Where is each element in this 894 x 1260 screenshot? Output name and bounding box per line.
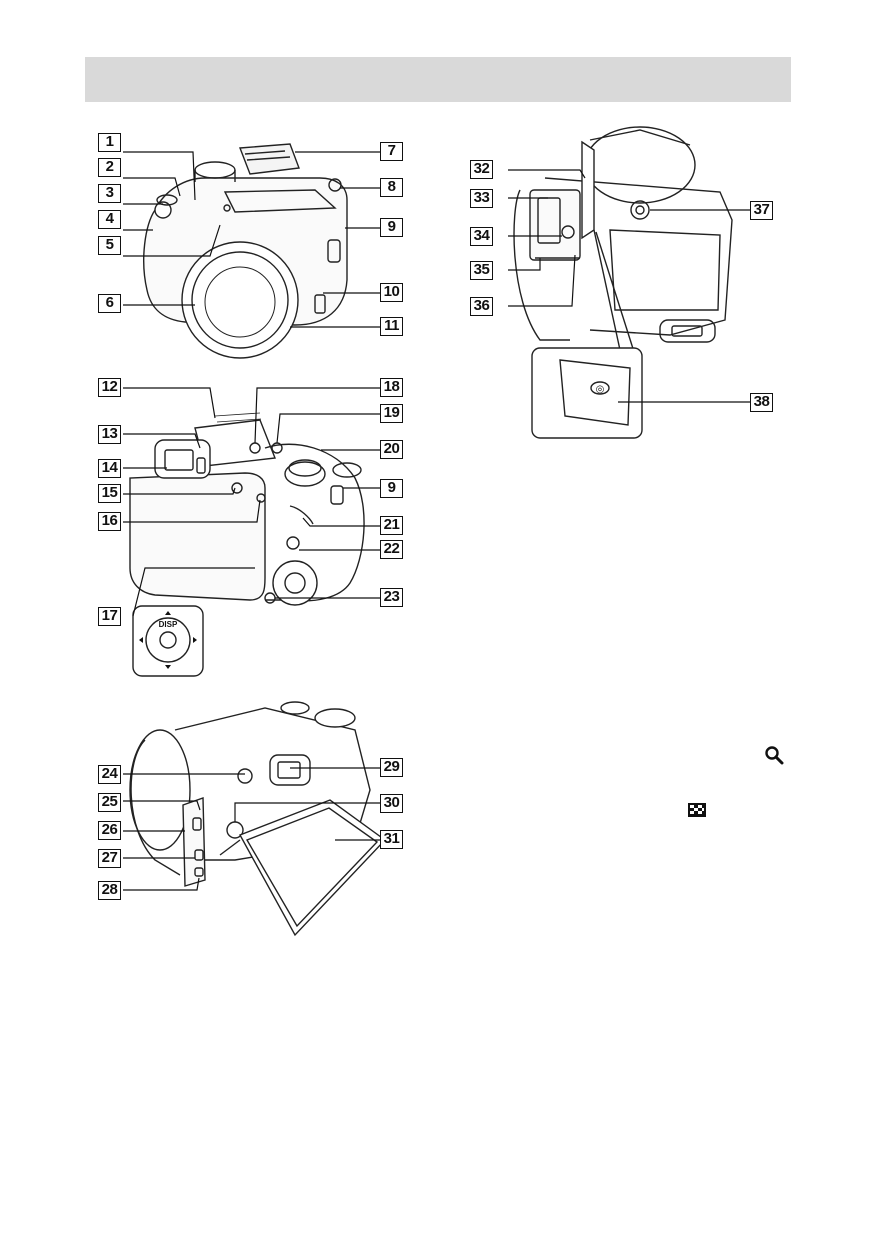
callout-2: 2	[98, 158, 121, 177]
callout-1: 1	[98, 133, 121, 152]
callout-10: 10	[380, 283, 403, 302]
callout-30: 30	[380, 794, 403, 813]
callout-13: 13	[98, 425, 121, 444]
checker-icon	[688, 803, 706, 817]
magnifier-icon	[764, 745, 784, 765]
callout-12: 12	[98, 378, 121, 397]
callout-32: 32	[470, 160, 493, 179]
callout-9b: 9	[380, 479, 403, 498]
callout-27: 27	[98, 849, 121, 868]
callout-16: 16	[98, 512, 121, 531]
callout-34: 34	[470, 227, 493, 246]
callout-33: 33	[470, 189, 493, 208]
camera-back-figure: DISP 12 13 14 15 16 17 18 19 20 9 21 22 …	[85, 378, 405, 678]
battery-cover-mark: ◎	[596, 384, 605, 395]
camera-side-figure: 24 25 26 27 28 29 30 31	[85, 690, 405, 950]
callout-8: 8	[380, 178, 403, 197]
callout-35: 35	[470, 261, 493, 280]
camera-front-figure: 1 2 3 4 5 6 7 8 9 10 11	[85, 130, 405, 360]
callout-23: 23	[380, 588, 403, 607]
callout-24: 24	[98, 765, 121, 784]
callout-6: 6	[98, 294, 121, 313]
section-header-bar	[85, 57, 791, 102]
callout-3: 3	[98, 184, 121, 203]
callout-38: 38	[750, 393, 773, 412]
callout-28: 28	[98, 881, 121, 900]
camera-bottom-figure: ◎ 32 33 34 35 36 37 38	[470, 120, 790, 445]
camera-back-drawing: DISP	[85, 378, 405, 678]
callout-22: 22	[380, 540, 403, 559]
callout-21: 21	[380, 516, 403, 535]
callout-18: 18	[380, 378, 403, 397]
callout-5: 5	[98, 236, 121, 255]
callout-37: 37	[750, 201, 773, 220]
control-pad-disp-label: DISP	[159, 620, 178, 629]
callout-14: 14	[98, 459, 121, 478]
camera-front-drawing	[85, 130, 405, 360]
camera-bottom-drawing: ◎	[470, 120, 790, 445]
camera-side-drawing	[85, 690, 405, 950]
callout-15: 15	[98, 484, 121, 503]
callout-17: 17	[98, 607, 121, 626]
callout-36: 36	[470, 297, 493, 316]
callout-9: 9	[380, 218, 403, 237]
callout-20: 20	[380, 440, 403, 459]
callout-25: 25	[98, 793, 121, 812]
callout-31: 31	[380, 830, 403, 849]
callout-29: 29	[380, 758, 403, 777]
callout-19: 19	[380, 404, 403, 423]
callout-4: 4	[98, 210, 121, 229]
callout-26: 26	[98, 821, 121, 840]
callout-7: 7	[380, 142, 403, 161]
callout-11: 11	[380, 317, 403, 336]
